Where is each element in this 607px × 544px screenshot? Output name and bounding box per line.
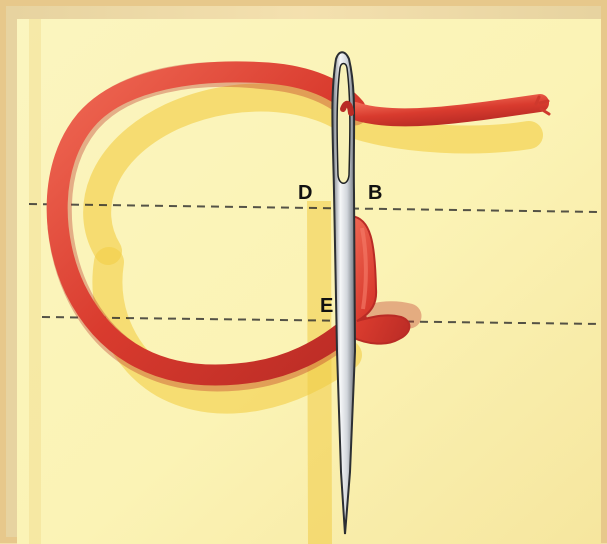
point-label-b: B — [368, 182, 382, 204]
point-label-e: E — [320, 295, 333, 317]
embroidery-illustration: D B E — [17, 19, 601, 544]
point-label-d: D — [298, 182, 312, 204]
needle-eye — [337, 64, 350, 184]
yellow-needle-highlight — [319, 201, 320, 544]
illustration-canvas: D B E — [17, 19, 601, 544]
